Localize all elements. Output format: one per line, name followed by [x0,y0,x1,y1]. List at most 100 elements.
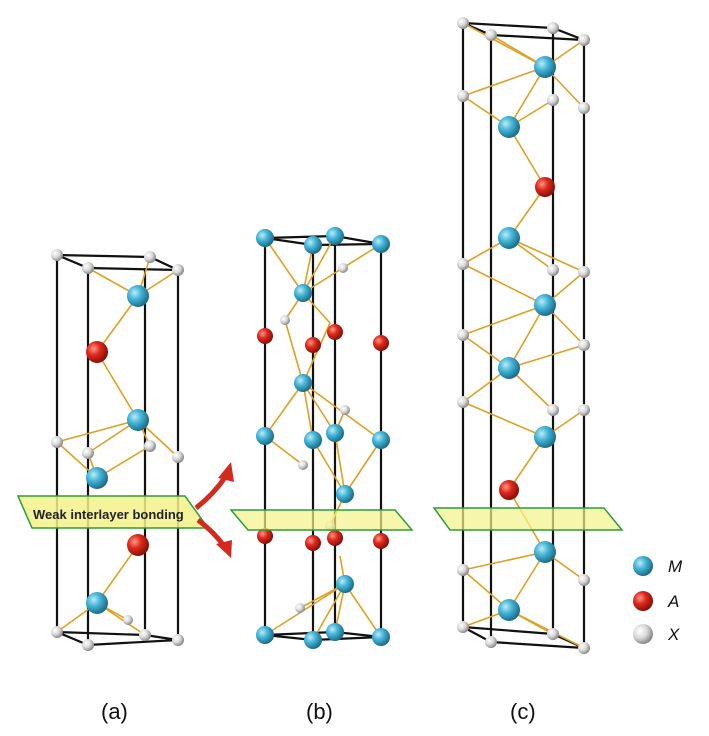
x-atom [139,629,151,641]
m-atom [534,426,556,448]
x-atom [51,249,63,261]
legend-x-label: X [667,625,680,644]
panel-c-cell-edges [461,21,586,650]
x-atom [457,258,469,270]
panel-b-structure [229,227,414,649]
m-atom [498,116,520,138]
x-atom [340,405,350,415]
x-atom [172,264,184,276]
m-atom [326,623,344,641]
x-atom [172,451,184,463]
cleavage-arrows [194,462,234,558]
m-atom [127,285,149,307]
plane-label: Weak interlayer bonding [33,507,184,522]
m-atom [372,235,390,253]
x-atom [485,29,497,41]
x-atom [457,564,469,576]
a-atom [535,177,555,197]
panel-b-cell-edges [263,234,383,642]
weak-interlayer-bonding-plane-b [229,509,414,531]
a-atom [305,535,321,551]
arrow-up-head-icon [218,462,234,482]
a-atom [257,328,273,344]
panel-b-label: (b) [306,699,333,724]
m-atom [498,227,520,249]
x-atom [280,315,290,325]
x-atom [144,440,156,452]
legend-x-swatch [633,624,653,644]
m-atom [304,431,322,449]
x-atom [123,615,133,625]
arrow-up-icon [194,474,229,510]
m-atom [127,409,149,431]
x-atom [82,447,94,459]
panel-a-label: (a) [101,699,128,724]
m-atom [294,374,312,392]
panel-c-atoms [457,17,590,654]
x-atom [578,339,590,351]
x-atom [578,102,590,114]
x-atom [82,262,94,274]
x-atom [298,460,308,470]
panel-a-atoms [51,249,184,651]
m-atom [372,628,390,646]
x-atom [457,396,469,408]
x-atom [547,94,559,106]
panel-c-label: (c) [510,699,536,724]
m-atom [336,485,354,503]
panel-a-cell-edges [55,253,180,647]
m-atom [498,599,520,621]
panel-c-bonds [462,22,585,649]
legend-m-swatch [633,556,653,576]
x-atom [457,17,469,29]
arrow-down-head-icon [216,540,232,558]
m-atom [294,284,312,302]
panel-b-atoms [256,227,390,649]
legend-m-label: M [668,557,683,576]
m-atom [534,294,556,316]
m-atom [534,56,556,78]
x-atom [51,626,63,638]
weak-interlayer-bonding-plane-c [432,507,624,531]
a-atom [373,533,389,549]
x-atom [547,404,559,416]
x-atom [51,436,63,448]
m-atom [498,357,520,379]
a-atom [257,528,273,544]
m-atom [534,541,556,563]
m-atom [86,592,108,614]
arrow-down-icon [196,518,227,548]
a-atom [86,341,108,363]
m-atom [372,431,390,449]
legend-a-label: A [667,592,679,611]
x-atom [457,329,469,341]
a-atom [327,324,343,340]
panel-b-bonds [264,235,382,641]
x-atom [578,642,590,654]
a-atom [373,335,389,351]
x-atom [82,639,94,651]
m-atom [256,427,274,445]
x-atom [457,90,469,102]
a-atom [327,530,343,546]
x-atom [295,603,305,613]
a-atom [127,534,149,556]
x-atom [578,266,590,278]
x-atom [338,263,348,273]
m-atom [256,626,274,644]
x-atom [485,636,497,648]
x-atom [578,574,590,586]
m-atom [336,575,354,593]
panel-a-structure: Weak interlayer bonding [16,249,234,651]
x-atom [144,251,156,263]
x-atom [547,22,559,34]
m-atom [326,227,344,245]
m-atom [304,236,322,254]
m-atom [304,631,322,649]
m-atom [256,229,274,247]
legend-a-swatch [633,591,653,611]
a-atom [305,337,321,353]
x-atom [547,264,559,276]
panel-a-bonds [56,256,179,636]
